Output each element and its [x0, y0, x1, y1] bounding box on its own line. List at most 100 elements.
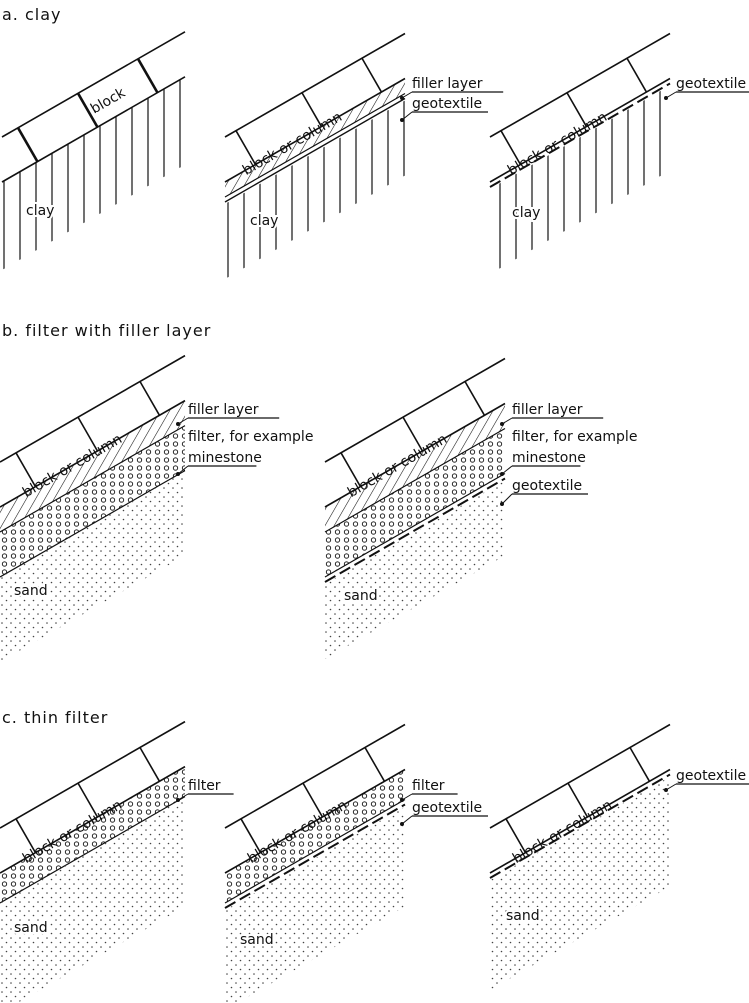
block-joint: [464, 381, 486, 416]
leader-pointer: [401, 111, 413, 121]
soil-label: sand: [240, 932, 274, 948]
block-joint: [567, 782, 589, 818]
block-joint: [629, 747, 651, 782]
clay-layer: [225, 100, 405, 279]
block-joint: [505, 818, 527, 854]
block-bottom-line: [489, 77, 671, 183]
leader-pointer: [177, 465, 189, 475]
block-joint: [77, 416, 99, 452]
block-top-line: [324, 357, 506, 463]
layer-label: minestone: [512, 450, 586, 466]
soil-label: sand: [14, 583, 48, 599]
panel-a2: block or columnclayfiller layergeotextil…: [224, 32, 504, 279]
block-joint: [340, 452, 362, 488]
heading-b: b. filter with filler layer: [2, 321, 211, 340]
block-joint: [361, 57, 383, 93]
block-joint: [626, 57, 648, 93]
circ-layer: [0, 766, 185, 903]
block-joint: [240, 818, 262, 854]
leader-dot: [500, 502, 504, 506]
soil-label: clay: [26, 203, 54, 219]
layer-label: geotextile: [412, 800, 482, 816]
block-joint: [402, 416, 424, 452]
leader-pointer: [501, 493, 513, 505]
layer-label: geotextile: [676, 76, 746, 92]
layer-label: geotextile: [412, 96, 482, 112]
soil-label: clay: [250, 213, 278, 229]
block-joint: [235, 130, 257, 165]
leader-dot: [664, 788, 668, 792]
soil-label: sand: [344, 588, 378, 604]
block-joint: [139, 381, 161, 416]
leader-dot: [400, 822, 404, 826]
layer-label: filter, for example: [512, 429, 637, 445]
block-joint: [15, 452, 37, 488]
geotextile-line: [324, 477, 506, 583]
layer-boundary: [224, 798, 406, 904]
leader-dot: [176, 422, 180, 426]
block-top-line: [0, 354, 186, 463]
heading-c: c. thin filter: [2, 708, 108, 727]
block-top-line: [489, 723, 671, 829]
layer-label: filler layer: [188, 402, 259, 418]
hatch-layer: [0, 400, 185, 532]
block-top-line: [0, 720, 186, 829]
layer-label: filler layer: [412, 76, 483, 92]
panel-c2: block or columnsandfiltergeotextile: [224, 723, 488, 1003]
clay-layer: [490, 85, 670, 274]
leader-dot: [500, 472, 504, 476]
hatch-layer: [325, 403, 505, 532]
circ-layer: [325, 428, 505, 577]
dot-layer: [225, 806, 405, 1003]
leader-dot: [176, 798, 180, 802]
dot-layer: [0, 470, 185, 662]
hatch-layer: [225, 78, 405, 197]
soil-label: sand: [506, 908, 540, 924]
geotextile-line: [224, 803, 406, 909]
block-joint: [136, 58, 159, 94]
block-joint: [302, 782, 324, 818]
layer-label: filter: [188, 778, 221, 794]
circ-layer: [225, 769, 405, 903]
layer-label: geotextile: [512, 478, 582, 494]
block-joint: [500, 130, 522, 165]
layer-boundary: [324, 472, 506, 578]
leader-dot: [664, 96, 668, 100]
layer-label: geotextile: [676, 768, 746, 784]
block-top-line: [224, 723, 406, 829]
leader-dot: [500, 422, 504, 426]
layer-label: minestone: [188, 450, 262, 466]
block-joint: [15, 818, 37, 854]
clay-layer: [2, 76, 185, 271]
leader-dot: [400, 96, 404, 100]
heading-a: a. clay: [2, 5, 62, 24]
geotextile-line: [489, 773, 671, 879]
leader-dot: [400, 118, 404, 122]
panel-c1: block or columnsandfilter: [0, 720, 234, 1003]
dot-layer: [490, 776, 670, 990]
leader-dot: [400, 798, 404, 802]
dot-layer: [325, 480, 505, 659]
block-joint: [364, 747, 386, 782]
block-top-line: [224, 32, 406, 138]
layer-label: filter: [412, 778, 445, 794]
layer-boundary: [224, 92, 406, 198]
block-joint: [139, 747, 161, 782]
block-joint: [77, 782, 99, 818]
leader-dot: [176, 472, 180, 476]
geotextile-line: [224, 97, 406, 203]
soil-label: clay: [512, 205, 540, 221]
circ-layer: [0, 425, 185, 577]
dot-layer: [0, 796, 185, 1003]
block-joint: [566, 92, 588, 127]
block-bottom-line: [489, 768, 671, 874]
soil-label: sand: [14, 920, 48, 936]
block-top-line: [1, 31, 186, 138]
leader-pointer: [401, 815, 413, 825]
block-joint: [301, 92, 323, 127]
